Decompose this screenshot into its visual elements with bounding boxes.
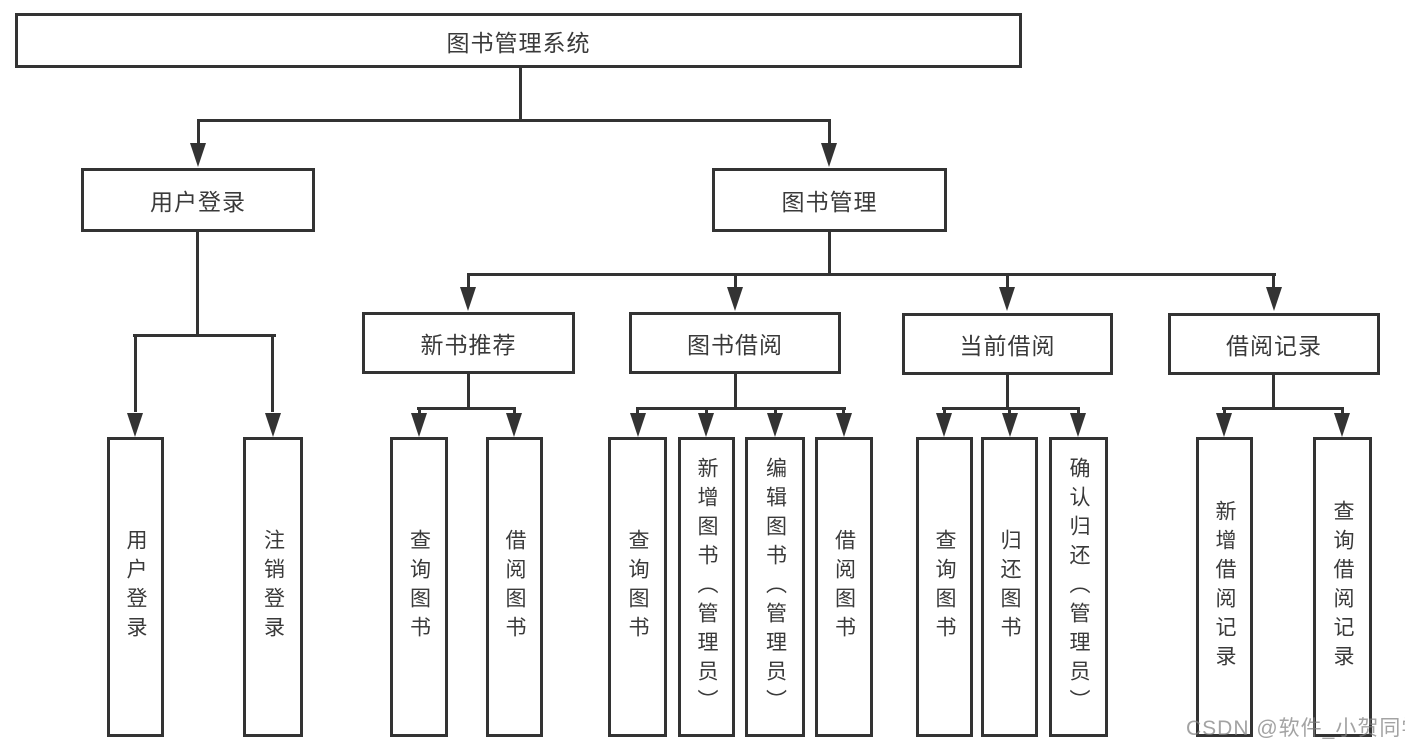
leaf-borrow-books-2: 借阅图书 bbox=[815, 437, 873, 737]
leaf-label: 借阅图书 bbox=[832, 529, 856, 645]
arrow-down-icon bbox=[1266, 287, 1282, 311]
leaf-confirm-return-admin: 确认归还（管理员） bbox=[1049, 437, 1108, 737]
node-label: 图书管理系统 bbox=[446, 29, 591, 56]
leaf-query-books-1: 查询图书 bbox=[390, 437, 448, 737]
connector-current-borrow-trunk bbox=[1006, 375, 1009, 410]
node-borrow-records: 借阅记录 bbox=[1168, 313, 1380, 375]
leaf-query-books-2: 查询图书 bbox=[608, 437, 667, 737]
node-label: 图书借阅 bbox=[687, 332, 783, 358]
arrow-down-icon bbox=[1216, 413, 1232, 437]
connector-book-mgmt-trunk bbox=[828, 232, 831, 276]
arrow-down-icon bbox=[936, 413, 952, 437]
leaf-label: 查询图书 bbox=[626, 529, 649, 645]
connector-borrow-records-horizontal bbox=[1222, 407, 1344, 410]
node-current-borrow: 当前借阅 bbox=[902, 313, 1113, 375]
connector-new-book-trunk bbox=[467, 374, 470, 410]
connector-level3-horizontal bbox=[467, 273, 1276, 276]
arrow-down-icon bbox=[1070, 413, 1086, 437]
arrow-down-icon bbox=[836, 413, 852, 437]
leaf-label: 新增借阅记录 bbox=[1213, 500, 1236, 674]
leaf-add-borrow-record: 新增借阅记录 bbox=[1196, 437, 1253, 737]
leaf-label: 用户登录 bbox=[124, 529, 147, 645]
arrow-down-icon bbox=[265, 413, 281, 437]
arrow-down-icon bbox=[1334, 413, 1350, 437]
node-book-borrow: 图书借阅 bbox=[629, 312, 841, 374]
connector-level2-horizontal bbox=[197, 119, 831, 122]
leaf-label: 查询图书 bbox=[933, 529, 956, 645]
connector-borrow-records-trunk bbox=[1272, 375, 1275, 410]
arrow-down-icon bbox=[411, 413, 427, 437]
leaf-label: 借阅图书 bbox=[503, 529, 526, 645]
connector-user-login-horizontal bbox=[133, 334, 276, 337]
leaf-user-login: 用户登录 bbox=[107, 437, 164, 737]
connector-book-borrow-trunk bbox=[734, 374, 737, 410]
connector-leaf-stem bbox=[271, 334, 274, 412]
connector-book-borrow-stem bbox=[734, 273, 737, 291]
connector-current-borrow-horizontal bbox=[942, 407, 1080, 410]
arrow-down-icon bbox=[460, 287, 476, 311]
node-label: 借阅记录 bbox=[1226, 333, 1322, 359]
node-label: 新书推荐 bbox=[420, 332, 517, 358]
leaf-logout: 注销登录 bbox=[243, 437, 303, 737]
arrow-down-icon bbox=[506, 413, 522, 437]
connector-leaf-stem bbox=[1223, 407, 1226, 417]
connector-book-borrow-horizontal bbox=[636, 407, 846, 410]
arrow-down-icon bbox=[999, 287, 1015, 311]
arrow-down-icon bbox=[630, 413, 646, 437]
leaf-query-borrow-record: 查询借阅记录 bbox=[1313, 437, 1372, 737]
leaf-edit-books-admin: 编辑图书（管理员） bbox=[745, 437, 805, 737]
connector-leaf-stem bbox=[943, 407, 946, 417]
leaf-label: 查询图书 bbox=[407, 529, 431, 645]
leaf-add-books-admin: 新增图书（管理员） bbox=[678, 437, 735, 737]
node-book-mgmt: 图书管理 bbox=[712, 168, 947, 232]
connector-leaf-stem bbox=[636, 407, 639, 417]
connector-leaf-stem bbox=[1341, 407, 1344, 417]
leaf-borrow-books-1: 借阅图书 bbox=[486, 437, 543, 737]
connector-leaf-stem bbox=[842, 407, 845, 417]
arrow-down-icon bbox=[190, 143, 206, 167]
leaf-label: 归还图书 bbox=[998, 529, 1021, 645]
leaf-label: 查询借阅记录 bbox=[1331, 500, 1354, 674]
connector-leaf-stem bbox=[705, 407, 708, 417]
node-user-login: 用户登录 bbox=[81, 168, 315, 232]
leaf-label: 确认归还（管理员） bbox=[1067, 456, 1090, 718]
arrow-down-icon bbox=[127, 413, 143, 437]
connector-leaf-stem bbox=[134, 334, 137, 412]
connector-user-login-trunk bbox=[196, 232, 199, 337]
connector-user-login-stem bbox=[197, 119, 200, 145]
arrow-down-icon bbox=[821, 143, 837, 167]
connector-leaf-stem bbox=[1008, 407, 1011, 417]
leaf-label: 编辑图书（管理员） bbox=[763, 456, 787, 718]
leaf-label: 新增图书（管理员） bbox=[695, 456, 718, 718]
connector-root-trunk bbox=[519, 68, 522, 122]
node-label: 图书管理 bbox=[781, 189, 878, 215]
connector-new-book-stem bbox=[467, 273, 470, 291]
watermark: CSDN @软件_小贺同学 bbox=[1186, 717, 1405, 740]
arrow-down-icon bbox=[1002, 413, 1018, 437]
node-root: 图书管理系统 bbox=[15, 13, 1022, 68]
node-label: 用户登录 bbox=[150, 189, 246, 215]
node-new-book-rec: 新书推荐 bbox=[362, 312, 575, 374]
connector-leaf-stem bbox=[1077, 407, 1080, 417]
leaf-query-books-3: 查询图书 bbox=[916, 437, 973, 737]
connector-leaf-stem bbox=[774, 407, 777, 417]
connector-leaf-stem bbox=[418, 407, 421, 417]
arrow-down-icon bbox=[767, 413, 783, 437]
arrow-down-icon bbox=[727, 287, 743, 311]
leaf-label: 注销登录 bbox=[261, 529, 285, 645]
leaf-return-books: 归还图书 bbox=[981, 437, 1038, 737]
arrow-down-icon bbox=[698, 413, 714, 437]
connector-borrow-records-stem bbox=[1272, 273, 1275, 291]
connector-book-mgmt-stem bbox=[828, 119, 831, 145]
connector-new-book-horizontal bbox=[417, 407, 516, 410]
connector-current-borrow-stem bbox=[1006, 273, 1009, 291]
connector-leaf-stem bbox=[513, 407, 516, 417]
node-label: 当前借阅 bbox=[959, 333, 1056, 359]
